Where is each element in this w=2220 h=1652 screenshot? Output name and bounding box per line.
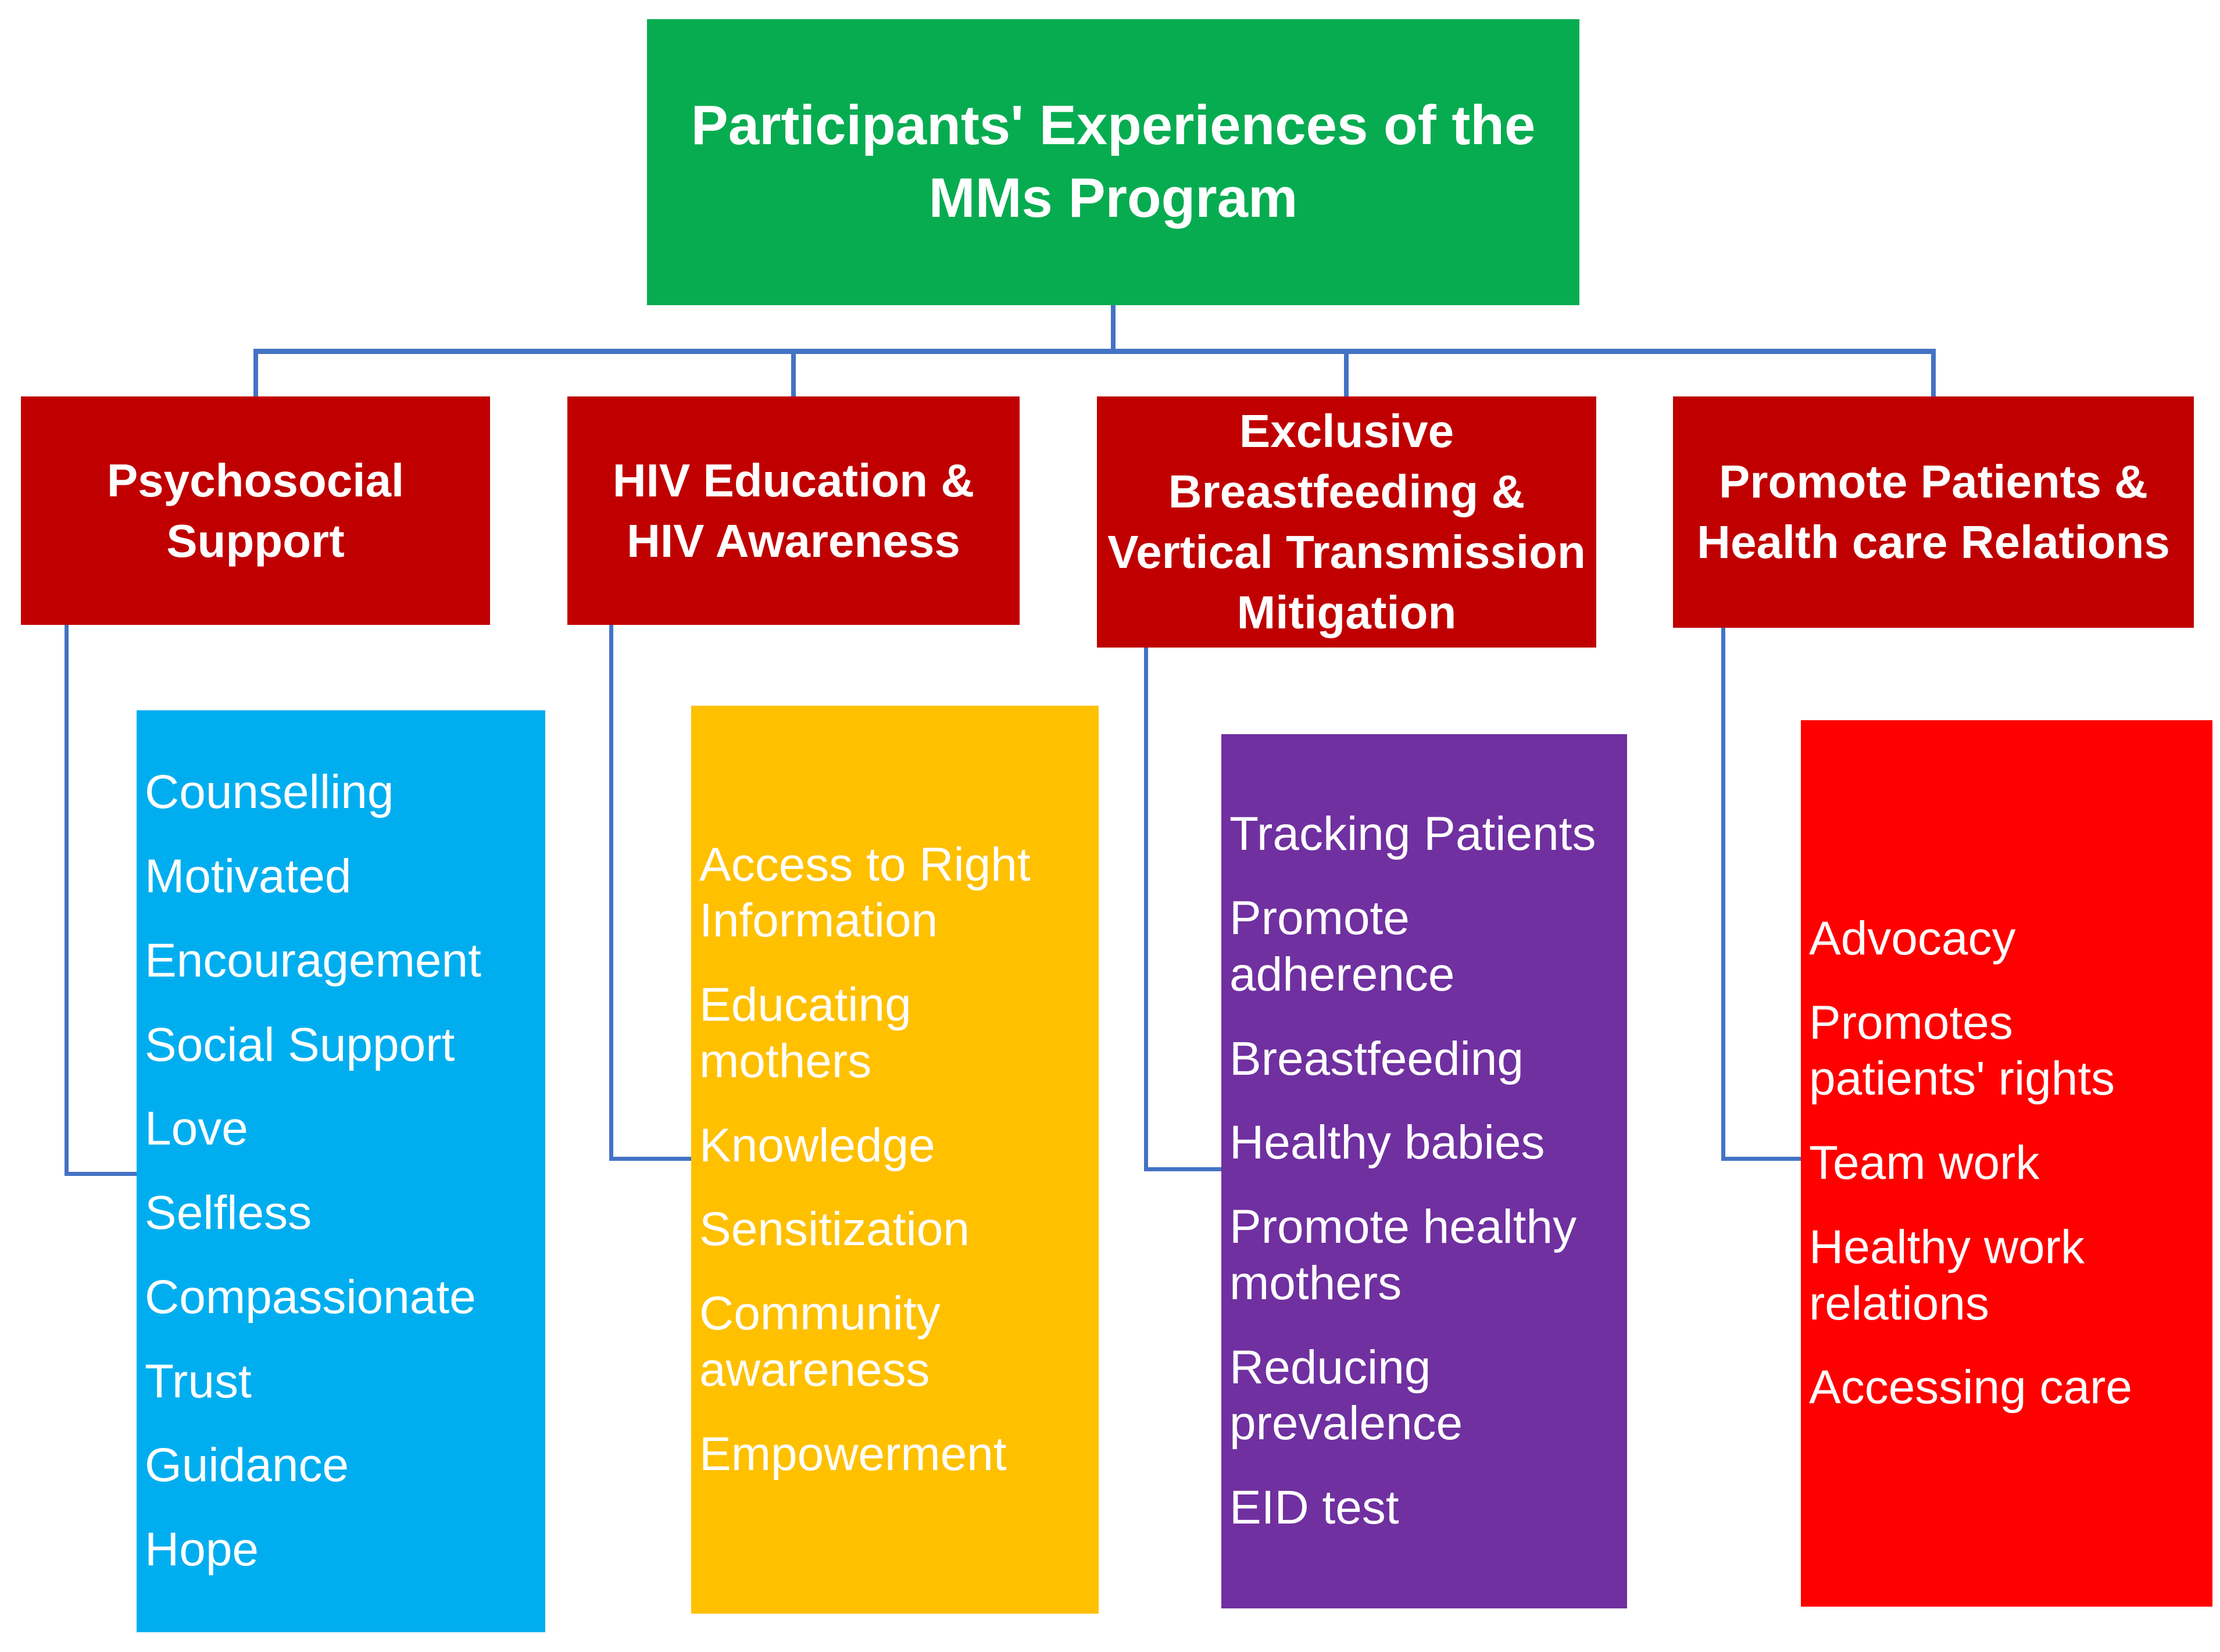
- list-item: Reducing prevalence: [1229, 1340, 1463, 1450]
- connector-elbow-v-breastfeeding: [1144, 648, 1148, 1171]
- list-item: Educating mothers: [699, 978, 911, 1088]
- list-item: Sensitization: [699, 1203, 970, 1256]
- connector-elbow-v-hiv-education: [609, 625, 613, 1161]
- list-item: Breastfeeding: [1229, 1032, 1524, 1085]
- list-item: Community awareness: [699, 1287, 941, 1396]
- list-item: Promote adherence: [1229, 892, 1455, 1001]
- branch-header-breastfeeding: Exclusive Breastfeeding & Vertical Trans…: [1097, 396, 1596, 648]
- root-node-label: Participants' Experiences of the MMs Pro…: [691, 94, 1536, 229]
- list-item: Social Support: [145, 1018, 455, 1071]
- connector-drop-patients-relations: [1931, 351, 1936, 396]
- list-item: Promotes patients' rights: [1809, 996, 2115, 1106]
- branch-header-label: Psychosocial Support: [106, 454, 405, 567]
- list-item: Selfless: [145, 1186, 312, 1239]
- connector-elbow-h-hiv-education: [609, 1157, 691, 1161]
- branch-header-label: Promote Patients & Health care Relations: [1697, 456, 2170, 568]
- list-item: Healthy babies: [1229, 1116, 1545, 1170]
- list-item: Counselling: [145, 766, 394, 819]
- connector-elbow-v-psychosocial: [65, 625, 69, 1176]
- connector-elbow-h-psychosocial: [65, 1172, 137, 1176]
- list-item: Advocacy: [1809, 911, 2016, 965]
- branch-header-psychosocial: Psychosocial Support: [21, 396, 490, 625]
- list-item: Access to Right Information: [699, 838, 1031, 947]
- list-item: Knowledge: [699, 1118, 935, 1172]
- list-item: Motivated: [145, 850, 352, 903]
- connector-drop-breastfeeding: [1344, 351, 1349, 396]
- list-item: EID test: [1229, 1481, 1399, 1534]
- connector-root-stem: [1111, 305, 1116, 351]
- list-item: Guidance: [145, 1439, 349, 1492]
- root-node: Participants' Experiences of the MMs Pro…: [647, 19, 1579, 305]
- list-item: Tracking Patients: [1229, 807, 1596, 861]
- connector-elbow-h-patients-relations: [1721, 1157, 1801, 1161]
- list-item: Team work: [1809, 1136, 2040, 1190]
- list-item: Healthy work relations: [1809, 1220, 2085, 1330]
- branch-header-patients-relations: Promote Patients & Health care Relations: [1673, 396, 2194, 628]
- list-item: Hope: [145, 1523, 259, 1576]
- branch-header-label: HIV Education & HIV Awareness: [612, 454, 975, 567]
- connector-drop-psychosocial: [253, 351, 258, 396]
- list-item: Encouragement: [145, 934, 481, 987]
- list-item: Accessing care: [1809, 1361, 2133, 1414]
- connector-elbow-v-patients-relations: [1721, 628, 1725, 1161]
- list-item: Love: [145, 1102, 248, 1156]
- branch-header-hiv-education: HIV Education & HIV Awareness: [567, 396, 1020, 625]
- connector-drop-hiv-education: [791, 351, 796, 396]
- list-item: Promote healthy mothers: [1229, 1200, 1577, 1310]
- connector-horizontal-rail: [253, 349, 1936, 354]
- list-item: Empowerment: [699, 1427, 1007, 1481]
- list-item: Trust: [145, 1354, 252, 1408]
- list-item: Compassionate: [145, 1270, 476, 1324]
- branch-header-label: Exclusive Breastfeeding & Vertical Trans…: [1107, 405, 1586, 638]
- connector-elbow-h-breastfeeding: [1144, 1167, 1221, 1171]
